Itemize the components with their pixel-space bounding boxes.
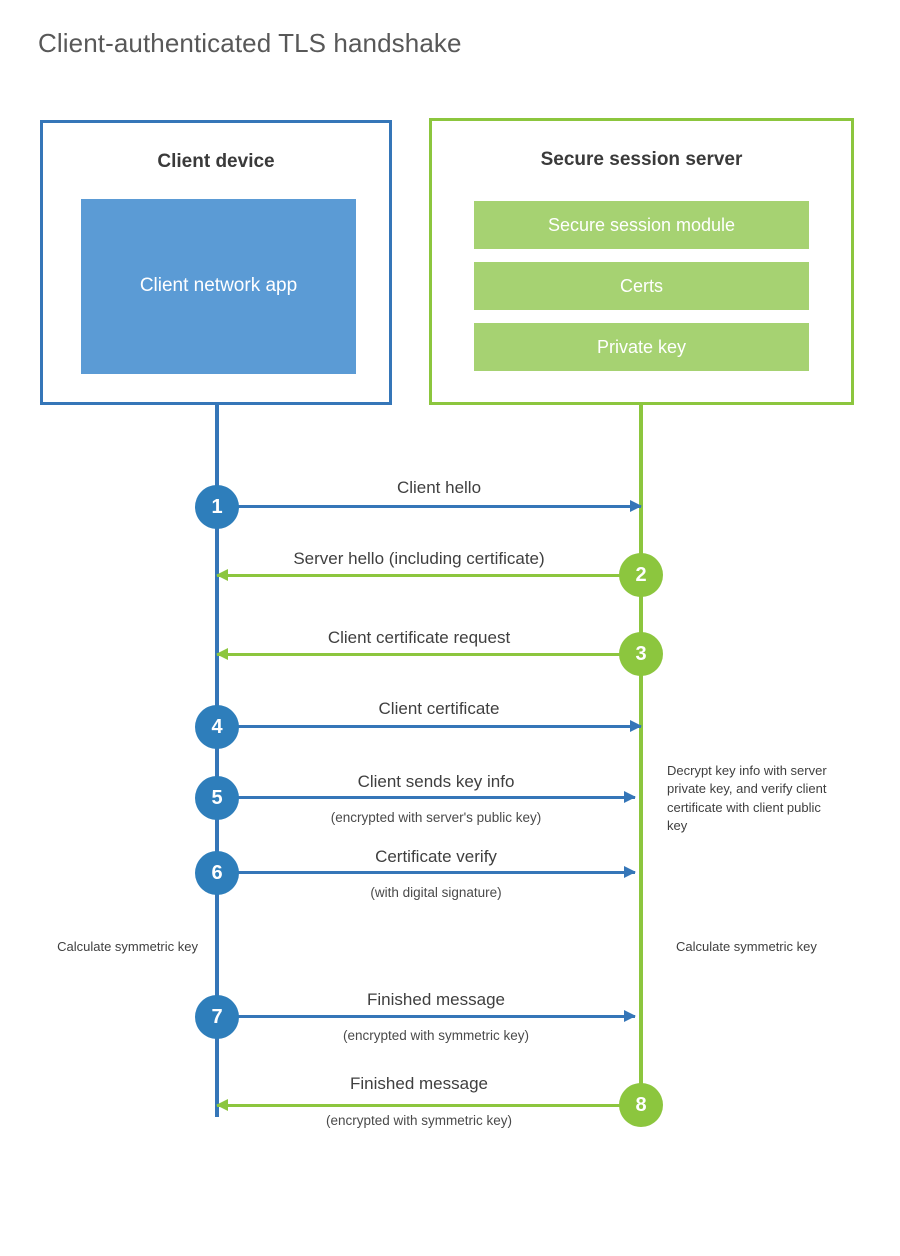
step-7-label: Finished message <box>367 990 505 1009</box>
client-device-title: Client device <box>157 151 275 172</box>
server-component-secure-session-module: Secure session module <box>474 201 809 249</box>
secure-session-server-title: Secure session server <box>540 149 743 170</box>
step-8-marker[interactable]: 8 <box>619 1083 663 1127</box>
arrow-head-icon <box>624 866 636 878</box>
step-4-label: Client certificate <box>378 699 500 718</box>
step-3-arrow <box>216 648 621 660</box>
step-5-label: Client sends key info <box>357 772 515 791</box>
step-2-arrow <box>216 569 621 581</box>
step-7-sublabel: (encrypted with symmetric key) <box>342 1028 530 1043</box>
server-lifeline <box>639 405 643 1105</box>
step-6-sublabel: (with digital signature) <box>370 885 502 900</box>
arrow-head-icon <box>624 1010 636 1022</box>
arrow-head-icon <box>216 648 228 660</box>
server-component-certs: Certs <box>474 262 809 310</box>
step-8-label: Finished message <box>350 1074 488 1093</box>
step-6-marker[interactable]: 6 <box>195 851 239 895</box>
client-device-box: Client device Client network app <box>40 120 392 405</box>
step-8-arrow <box>216 1099 621 1111</box>
step-1-marker[interactable]: 1 <box>195 485 239 529</box>
server-decrypt-note: Decrypt key info with server private key… <box>667 763 827 834</box>
arrow-head-icon <box>630 500 642 512</box>
step-5-marker[interactable]: 5 <box>195 776 239 820</box>
step-5-sublabel: (encrypted with server's public key) <box>330 810 542 825</box>
arrow-head-icon <box>624 791 636 803</box>
step-1-label: Client hello <box>396 478 482 497</box>
step-2-marker[interactable]: 2 <box>619 553 663 597</box>
step-2-label: Server hello (including certificate) <box>293 549 545 568</box>
client-lifeline <box>215 405 219 1117</box>
step-5-arrow <box>237 791 636 803</box>
arrow-head-icon <box>216 1099 228 1111</box>
step-3-marker[interactable]: 3 <box>619 632 663 676</box>
client-calculate-symmetric-key-note: Calculate symmetric key <box>57 939 198 954</box>
client-network-app-block: Client network app <box>81 199 356 374</box>
step-8-sublabel: (encrypted with symmetric key) <box>325 1113 513 1128</box>
step-7-marker[interactable]: 7 <box>195 995 239 1039</box>
server-component-private-key: Private key <box>474 323 809 371</box>
step-7-arrow <box>237 1010 636 1022</box>
step-4-arrow <box>237 720 642 732</box>
step-4-marker[interactable]: 4 <box>195 705 239 749</box>
page-title: Client-authenticated TLS handshake <box>38 28 462 58</box>
arrow-head-icon <box>216 569 228 581</box>
step-6-arrow <box>237 866 636 878</box>
server-components-list: Secure session module Certs Private key <box>474 201 809 371</box>
server-calculate-symmetric-key-note: Calculate symmetric key <box>676 939 817 954</box>
step-3-label: Client certificate request <box>327 628 511 647</box>
secure-session-server-box: Secure session server Secure session mod… <box>429 118 854 405</box>
step-1-arrow <box>237 500 642 512</box>
step-6-label: Certificate verify <box>375 847 497 866</box>
arrow-head-icon <box>630 720 642 732</box>
